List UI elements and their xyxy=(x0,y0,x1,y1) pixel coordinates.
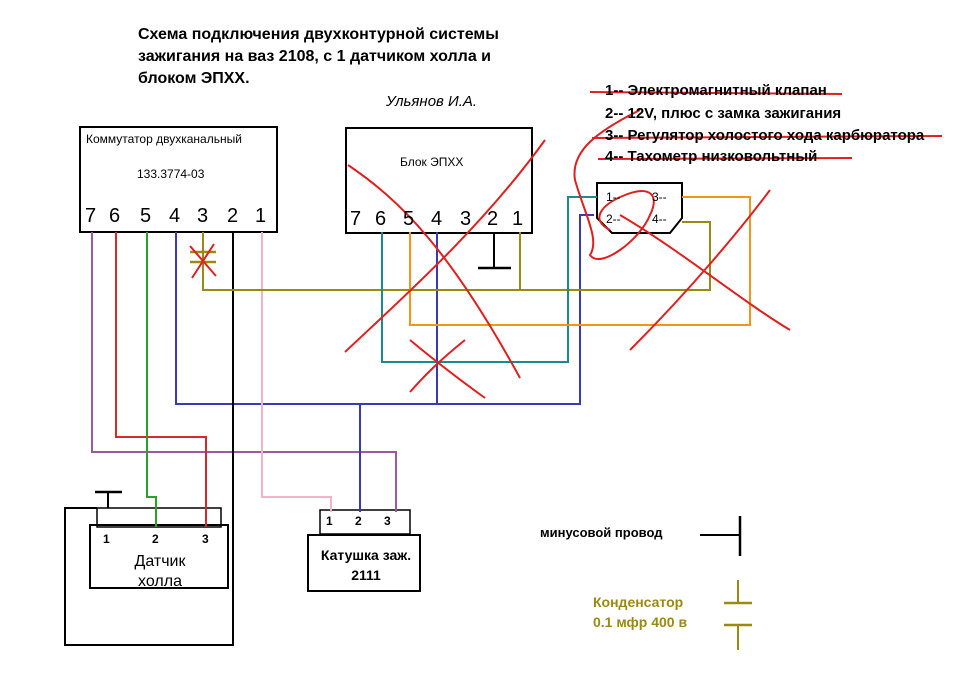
epxx-pin-7: 7 xyxy=(350,208,362,230)
epxx-pin-6: 6 xyxy=(375,208,387,230)
epxx-pin-2: 2 xyxy=(487,208,499,230)
commutator-pin-1: 1 xyxy=(255,205,267,227)
connector-label-1: 1-- xyxy=(606,190,621,204)
commutator-pin-4: 4 xyxy=(169,205,181,227)
commutator-model: 133.3774-03 xyxy=(137,167,205,181)
author-label: Ульянов И.А. xyxy=(386,93,478,110)
coil-pin-1: 1 xyxy=(326,514,333,528)
scribble-epxx-block xyxy=(344,139,546,379)
wire-purple xyxy=(91,232,397,512)
commutator-name: Коммутатор двухканальный xyxy=(86,132,242,146)
wire-green xyxy=(146,232,157,527)
epxx-block-name: Блок ЭПХХ xyxy=(400,155,464,169)
wire-orange xyxy=(409,196,751,326)
coil-box xyxy=(307,534,421,592)
wire-black-ground xyxy=(64,232,234,646)
strike-legend-1 xyxy=(589,91,843,95)
epxx-pin-3: 3 xyxy=(460,208,472,230)
capacitor-label: Конденсатор 0.1 мфр 400 в xyxy=(593,594,688,630)
scribble-bottom-cross xyxy=(409,339,486,399)
connector-label-2: 2-- xyxy=(606,212,621,226)
hall-sensor-connector xyxy=(96,507,222,528)
epxx-pin-1: 1 xyxy=(512,208,524,230)
commutator-pin-5: 5 xyxy=(140,205,152,227)
commutator-pin-7: 7 xyxy=(85,205,97,227)
legend-item-1: 1-- Электромагнитный клапан xyxy=(605,82,827,99)
coil-connector xyxy=(319,509,411,535)
epxx-pin-5: 5 xyxy=(403,208,415,230)
strike-legend-3 xyxy=(591,135,943,139)
strike-legend-4 xyxy=(597,157,853,160)
legend-item-2: 2-- 12V, плюс с замка зажигания xyxy=(605,105,842,122)
epxx-pin-4: 4 xyxy=(431,208,443,230)
capacitor-cross-scribble xyxy=(189,243,217,279)
wire-red xyxy=(115,232,207,527)
connector-label-3: 3-- xyxy=(652,190,667,204)
hall-pin-1: 1 xyxy=(103,532,110,546)
diagram-title: Схема подключения двухконтурной системы … xyxy=(138,26,499,87)
legend-item-4: 4-- Тахометр низковольтный xyxy=(605,148,818,165)
wire-blue xyxy=(175,214,594,405)
commutator-box xyxy=(79,126,278,233)
hall-pin-3: 3 xyxy=(202,532,209,546)
wire-olive xyxy=(202,221,711,291)
legend-item-3: 3-- Регулятор холостого хода карбюратора xyxy=(605,127,925,144)
coil-name: Катушка заж. 2111 xyxy=(320,547,412,583)
scribble-connector xyxy=(573,109,791,351)
epxx-block-box xyxy=(345,127,533,234)
wire-pink xyxy=(261,232,332,512)
hall-sensor-box xyxy=(89,524,229,589)
connector-label-4: 4-- xyxy=(652,212,667,226)
coil-pin-2: 2 xyxy=(355,514,362,528)
hall-pin-2: 2 xyxy=(152,532,159,546)
coil-pin-3: 3 xyxy=(384,514,391,528)
minus-wire-label: минусовой провод xyxy=(540,525,663,540)
hall-sensor-name: Датчик холла xyxy=(134,553,186,590)
connector-shape xyxy=(596,182,683,234)
commutator-pin-3: 3 xyxy=(197,205,209,227)
commutator-pin-2: 2 xyxy=(227,205,239,227)
commutator-pin-6: 6 xyxy=(109,205,121,227)
